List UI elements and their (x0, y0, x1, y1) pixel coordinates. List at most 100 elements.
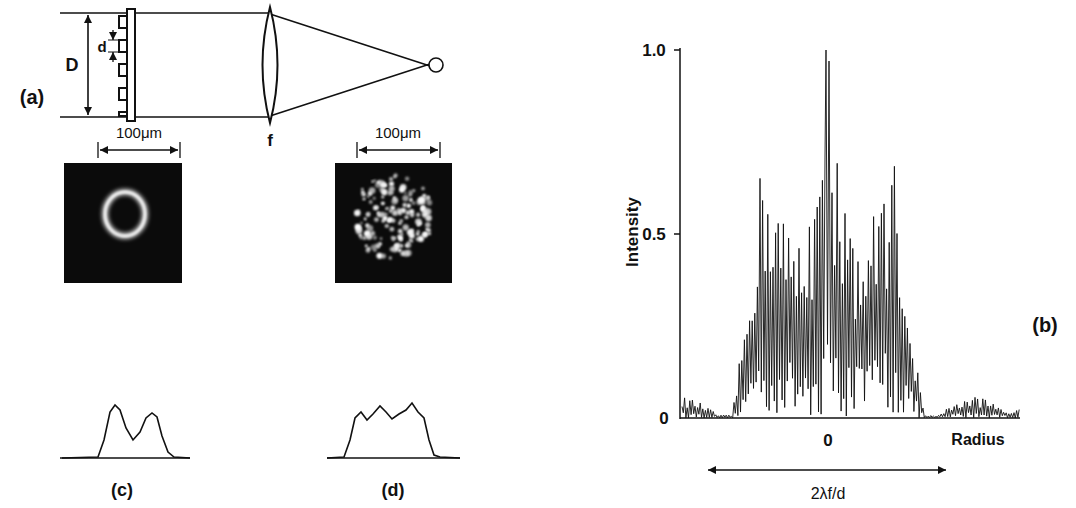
speckle (380, 237, 383, 240)
speckle (389, 227, 394, 232)
ray (270, 14, 430, 66)
speckle (409, 238, 413, 242)
speckle (409, 199, 412, 202)
speckle (393, 176, 396, 179)
speckle (381, 190, 386, 195)
speckle-spot (354, 173, 432, 259)
scale-tick (439, 142, 440, 158)
speckle (425, 228, 428, 231)
period-arrow (112, 52, 113, 62)
speckle (409, 233, 415, 239)
axis-title: Intensity (624, 197, 641, 267)
speckle (362, 198, 365, 201)
speckle (374, 217, 379, 222)
scale-tick (179, 142, 180, 158)
speckle (370, 231, 375, 236)
ring-spot (105, 192, 145, 236)
speckle (381, 195, 384, 198)
speckle (404, 215, 408, 219)
tick-mark (674, 233, 680, 235)
focal-length-label: f (267, 132, 273, 149)
speckle (361, 188, 364, 191)
speckle (386, 207, 389, 210)
speckle (416, 213, 420, 217)
speckle (423, 210, 426, 213)
dimension-arrow (87, 15, 89, 115)
speckle (389, 256, 392, 259)
tick-mark (674, 49, 680, 51)
speckle (387, 190, 392, 195)
speckle (380, 182, 386, 188)
speckle (418, 222, 422, 226)
speckle (418, 236, 424, 242)
speckle (373, 205, 378, 210)
speckle (392, 238, 396, 242)
camera-image (64, 163, 182, 283)
speckle (391, 191, 394, 194)
scale-bar (100, 149, 178, 150)
optical-schematic (60, 7, 443, 123)
speckle (374, 179, 377, 182)
tick-label: 0.5 (642, 226, 666, 243)
dimension-label: D (66, 56, 79, 74)
speckle (389, 247, 394, 252)
speckle (356, 227, 363, 234)
panel-label: (d) (382, 481, 405, 499)
speckle (403, 250, 410, 257)
period-arrow (112, 30, 113, 40)
panel-c (60, 142, 190, 458)
grating-profile (119, 16, 127, 116)
speckle (428, 232, 431, 235)
speckle (366, 248, 371, 253)
speckle (402, 195, 408, 201)
scale-tick (97, 142, 98, 158)
speckle (398, 248, 402, 252)
speckle (421, 187, 425, 191)
speckle (381, 253, 386, 258)
intensity-profile (62, 405, 190, 458)
panel-label: (c) (111, 481, 133, 499)
speckle (369, 187, 376, 194)
speckle (390, 205, 395, 210)
focal-spot (429, 58, 443, 72)
intensity-trace (682, 50, 1019, 418)
speckle (373, 197, 376, 200)
speckle (411, 201, 415, 205)
speckle (381, 189, 387, 195)
beam-edge (60, 12, 270, 14)
speckle (360, 222, 363, 225)
speckle (354, 210, 361, 217)
speckle (415, 219, 422, 226)
speckle (371, 180, 373, 182)
intensity-profile (327, 403, 460, 458)
speckle (365, 245, 368, 248)
speckle (427, 200, 433, 206)
speckle (363, 198, 365, 200)
grating-plate (127, 9, 135, 121)
tick-label: 1.0 (642, 42, 666, 59)
dimension-label: d (97, 39, 106, 54)
scale-bar (359, 149, 438, 150)
beam-edge (60, 116, 270, 118)
axis-title: Radius (951, 432, 1004, 448)
intensity-plot (674, 48, 1020, 470)
speckle (421, 206, 427, 212)
speckle (381, 219, 385, 223)
speckle (394, 173, 398, 177)
speckle (364, 231, 370, 237)
speckle (425, 215, 432, 222)
lens (263, 7, 278, 123)
x-axis (680, 417, 1020, 419)
speckle (373, 236, 377, 240)
speckle (396, 208, 400, 212)
speckle (398, 235, 403, 240)
speckle (405, 176, 409, 180)
ring-spot (105, 192, 145, 236)
speckle (391, 219, 395, 223)
speckle (381, 201, 385, 205)
scale-label: 100μm (375, 125, 421, 140)
dimension-label: 2λf/d (811, 486, 846, 502)
speckle (410, 228, 414, 232)
speckle (387, 219, 391, 223)
